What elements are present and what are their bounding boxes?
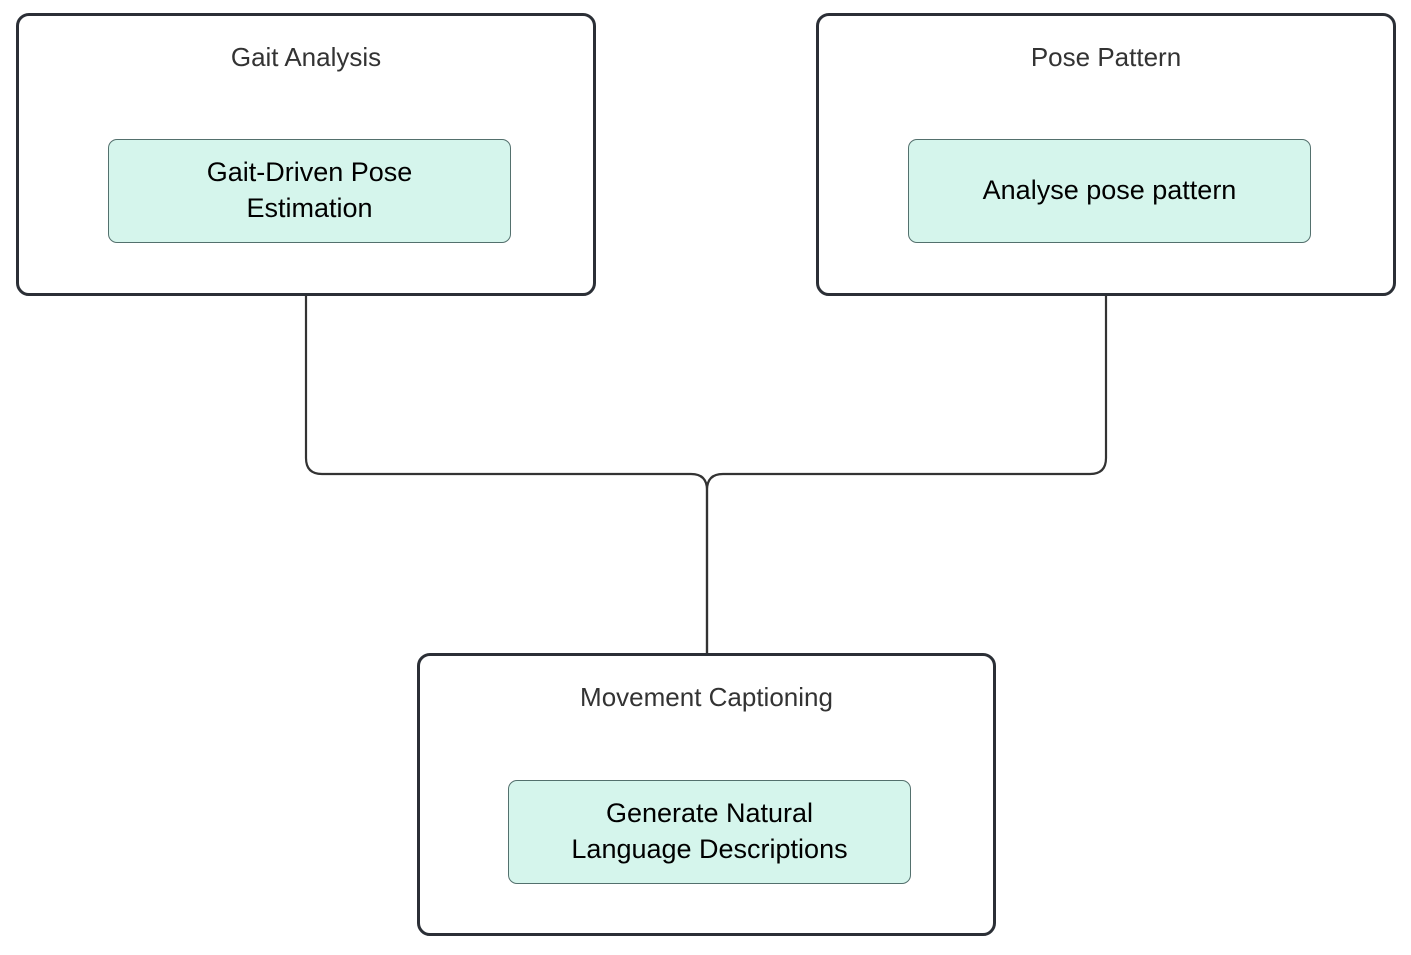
cluster-title-movement-captioning: Movement Captioning [580, 682, 833, 712]
cluster-title-pose-pattern: Pose Pattern [1030, 42, 1182, 72]
cluster-movement-captioning[interactable]: Movement Captioning Generate Natural Lan… [417, 653, 996, 936]
cluster-gait-analysis[interactable]: Gait Analysis Gait-Driven Pose Estimatio… [16, 13, 596, 296]
node-label-gait-driven-pose-estimation: Gait-Driven Pose Estimation [206, 157, 413, 223]
node-label-generate-natural-language-descriptions: Generate Natural Language Descriptions [571, 798, 848, 864]
node-analyse-pose-pattern[interactable]: Analyse pose pattern [908, 139, 1311, 243]
cluster-title-gait-analysis: Gait Analysis [230, 42, 382, 72]
edge-gait-analysis-to-movement-captioning [304, 296, 709, 653]
edge-pose-pattern-to-movement-captioning [705, 296, 1108, 653]
node-generate-natural-language-descriptions[interactable]: Generate Natural Language Descriptions [508, 780, 911, 884]
node-gait-driven-pose-estimation[interactable]: Gait-Driven Pose Estimation [108, 139, 511, 243]
cluster-pose-pattern[interactable]: Pose Pattern Analyse pose pattern [816, 13, 1396, 296]
node-label-analyse-pose-pattern: Analyse pose pattern [982, 175, 1237, 206]
